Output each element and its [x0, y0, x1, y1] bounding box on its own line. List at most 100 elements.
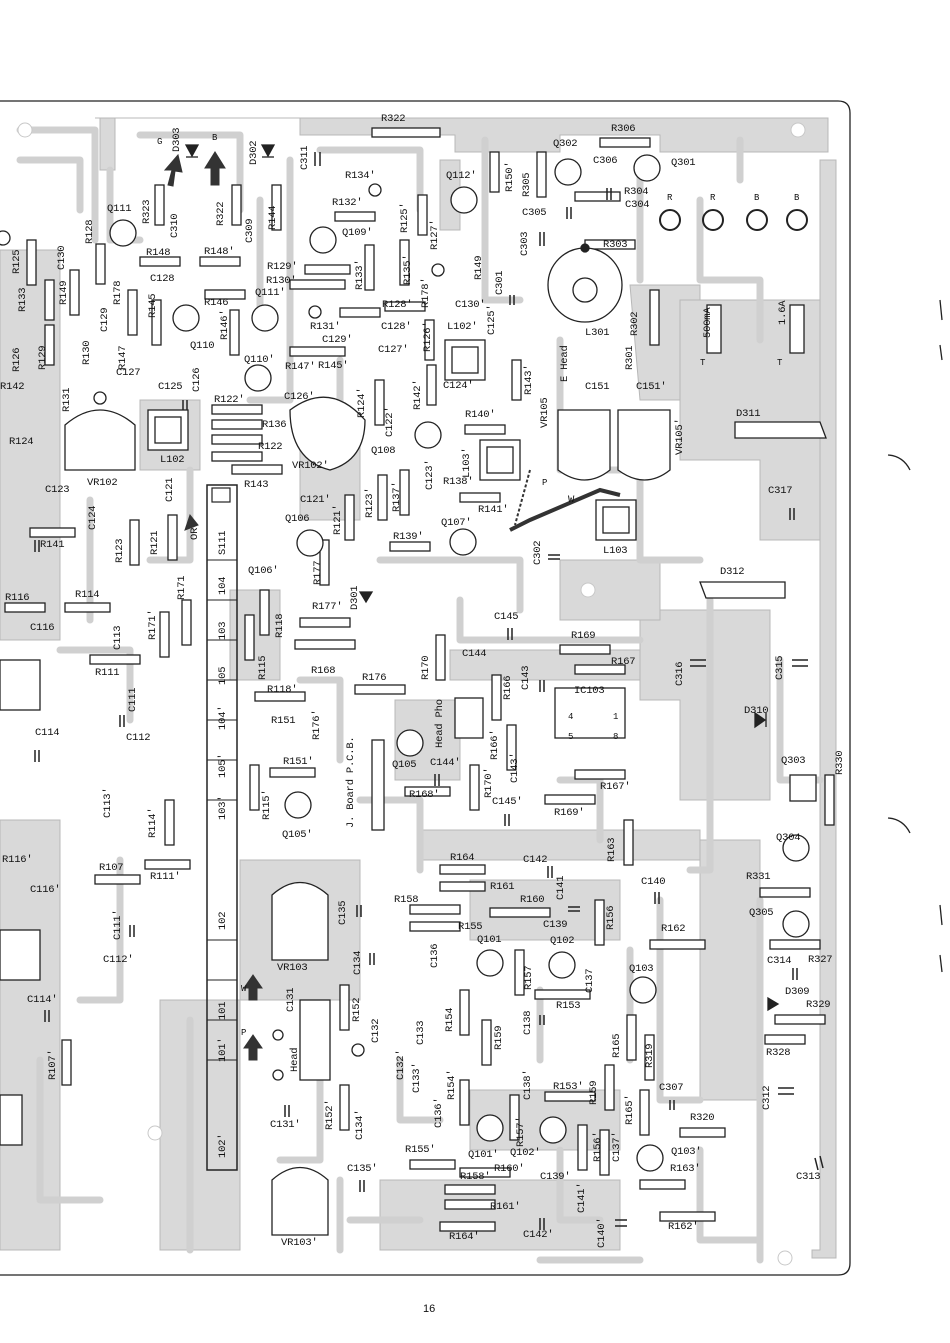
- label-c127p: C127': [378, 344, 409, 356]
- label-r134p: R134': [345, 170, 376, 182]
- label-n103: 103: [217, 621, 229, 640]
- label-r151: R151: [271, 715, 296, 727]
- label-q105: Q105: [392, 759, 417, 771]
- label-r129: R129: [37, 345, 49, 370]
- diode-symbols: [184, 144, 780, 1012]
- label-r166p: R166': [489, 729, 501, 760]
- label-q108: Q108: [371, 445, 396, 457]
- label-r143p: R143': [523, 364, 535, 395]
- mounting-holes: [17, 122, 806, 1266]
- label-r158: R158: [394, 894, 419, 906]
- label-16a: 1.6A: [777, 300, 789, 325]
- label-r331: R331: [746, 871, 771, 883]
- reference-hole: [0, 230, 11, 246]
- label-c136p: C136': [433, 1097, 445, 1128]
- label-q105p: Q105': [282, 829, 313, 841]
- label-q106: Q106: [285, 513, 310, 525]
- label-n104: 104: [217, 576, 229, 595]
- label-r322-side: R322: [215, 201, 227, 226]
- label-p: P: [542, 478, 548, 488]
- diode-d311: [734, 421, 827, 439]
- label-r301: R301: [624, 345, 636, 370]
- label-r157: R157: [523, 965, 535, 990]
- label-c138p: C138': [522, 1069, 534, 1100]
- label-r169p: R169': [554, 807, 585, 819]
- switch-s111: [206, 484, 238, 1171]
- label-r165: R165: [611, 1033, 623, 1058]
- label-r153: R153: [556, 1000, 581, 1012]
- label-q102p: Q102': [510, 1147, 541, 1159]
- label-c317: C317: [768, 485, 793, 497]
- label-r166: R166: [502, 675, 514, 700]
- label-r124p: R124': [356, 387, 368, 418]
- label-r160p: R160': [494, 1163, 525, 1175]
- label-c129p: C129': [322, 334, 353, 346]
- label-c133p: C133': [411, 1062, 423, 1093]
- label-q302: Q302: [553, 138, 578, 150]
- label-r123p: R123': [364, 487, 376, 518]
- label-head: Head: [289, 1047, 301, 1072]
- label-r122: R122: [258, 441, 283, 453]
- label-r153p: R153': [553, 1081, 584, 1093]
- label-r330: R330: [834, 750, 846, 775]
- label-r163: R163: [606, 837, 618, 862]
- label-r163p: R163': [670, 1163, 701, 1175]
- label-r327: R327: [808, 954, 833, 966]
- label-c137: C137: [584, 968, 596, 993]
- label-c130p: C130': [455, 299, 486, 311]
- label-r302: R302: [629, 311, 641, 336]
- label-c145p: C145': [492, 796, 523, 808]
- label-c301: C301: [494, 270, 506, 295]
- label-c123p: C123': [424, 459, 436, 490]
- label-c140p: C140': [596, 1217, 608, 1248]
- label-b-jack-2: B: [794, 193, 800, 203]
- arrows: [163, 151, 263, 1061]
- label-c138: C138: [522, 1010, 534, 1035]
- label-c111: C111: [127, 687, 139, 712]
- label-r-jack-2: R: [710, 193, 716, 203]
- label-c113p: C113': [102, 787, 114, 818]
- label-c136: C136: [429, 943, 441, 968]
- label-r157p: R157': [515, 1116, 527, 1147]
- label-r133p: R133': [354, 259, 366, 290]
- label-r125: R125: [11, 249, 23, 274]
- label-r145p: R145': [318, 360, 349, 372]
- label-c144: C144: [462, 648, 487, 660]
- label-c113: C113: [112, 625, 124, 650]
- label-c127: C127: [116, 367, 141, 379]
- label-c114p: C114': [27, 994, 58, 1006]
- label-r116: R116: [5, 592, 30, 604]
- label-r150p: R150': [504, 161, 516, 192]
- label-r178: R178: [112, 280, 124, 305]
- label-c142: C142: [523, 854, 548, 866]
- label-c137p: C137': [611, 1131, 623, 1162]
- label-q106p: Q106': [248, 565, 279, 577]
- label-d302: D302: [248, 140, 260, 165]
- label-r130p: R130': [266, 275, 297, 287]
- label-c139: C139: [543, 919, 568, 931]
- label-r118p: R118': [267, 684, 298, 696]
- label-r111: R111: [95, 667, 120, 679]
- label-j-board: J. Board P.C.B.: [345, 736, 357, 828]
- label-l102: L102: [160, 454, 185, 466]
- label-n101: 101: [217, 1001, 229, 1020]
- resistors-vertical: [26, 151, 835, 1176]
- label-r306: R306: [611, 123, 636, 135]
- label-n105p: 105': [217, 753, 229, 778]
- label-r129p: R129': [267, 261, 298, 273]
- label-c135: C135: [337, 900, 349, 925]
- label-or: OR: [189, 527, 201, 540]
- label-q103: Q103: [629, 963, 654, 975]
- label-w: W: [568, 494, 575, 506]
- diode-d312: [699, 581, 786, 599]
- label-r140p: R140': [465, 409, 496, 421]
- label-c126: C126: [191, 367, 203, 392]
- label-r-jack-1: R: [667, 193, 673, 203]
- label-w2: W: [241, 984, 247, 994]
- coils: [0, 339, 637, 1146]
- label-r323: R323: [141, 199, 153, 224]
- label-q102: Q102: [550, 935, 575, 947]
- label-r115: R115: [257, 655, 269, 680]
- label-500ma: 500mA: [702, 307, 714, 338]
- label-r141: R141: [40, 539, 65, 551]
